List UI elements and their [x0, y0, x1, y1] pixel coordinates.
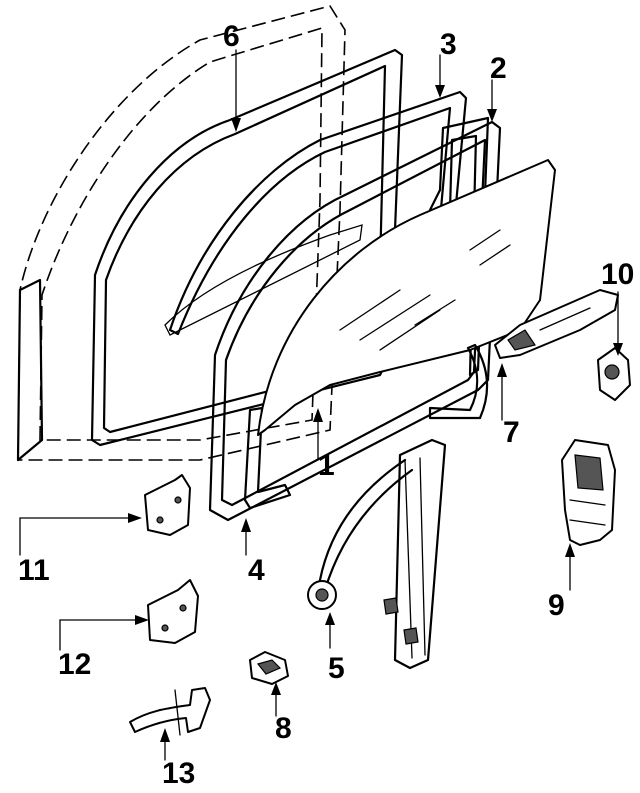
part-13-door-check [129, 687, 211, 736]
callout-labels: 6 3 2 1 4 5 7 8 9 10 11 12 13 [18, 20, 634, 790]
part-6-weatherstrip [90, 48, 404, 447]
callout-2: 2 [490, 52, 507, 85]
part-9-lock-assembly [561, 439, 616, 546]
part-10-lock-cylinder [597, 347, 631, 401]
part-8-clip [249, 651, 289, 685]
part-4-weatherstrip [208, 120, 502, 522]
callout-1: 1 [318, 449, 335, 482]
callout-13: 13 [162, 757, 195, 788]
callout-3: 3 [440, 28, 457, 61]
callout-7: 7 [503, 416, 520, 449]
part-2-channel [428, 116, 490, 377]
callout-6: 6 [223, 20, 240, 53]
callout-10: 10 [601, 258, 634, 291]
part-12-hinge [147, 579, 199, 644]
callout-5: 5 [328, 652, 345, 685]
run-piece [428, 343, 489, 420]
callout-11: 11 [18, 554, 50, 587]
part-5-regulator [307, 438, 447, 670]
part-1-glass [257, 159, 556, 436]
callout-8: 8 [275, 712, 292, 745]
callout-12: 12 [58, 648, 91, 681]
leader-lines [19, 49, 623, 761]
part-7-outside-handle [494, 289, 619, 359]
door-shell [16, 5, 346, 462]
callout-9: 9 [548, 589, 565, 622]
part-11-hinge [144, 474, 191, 536]
callout-4: 4 [248, 554, 265, 587]
